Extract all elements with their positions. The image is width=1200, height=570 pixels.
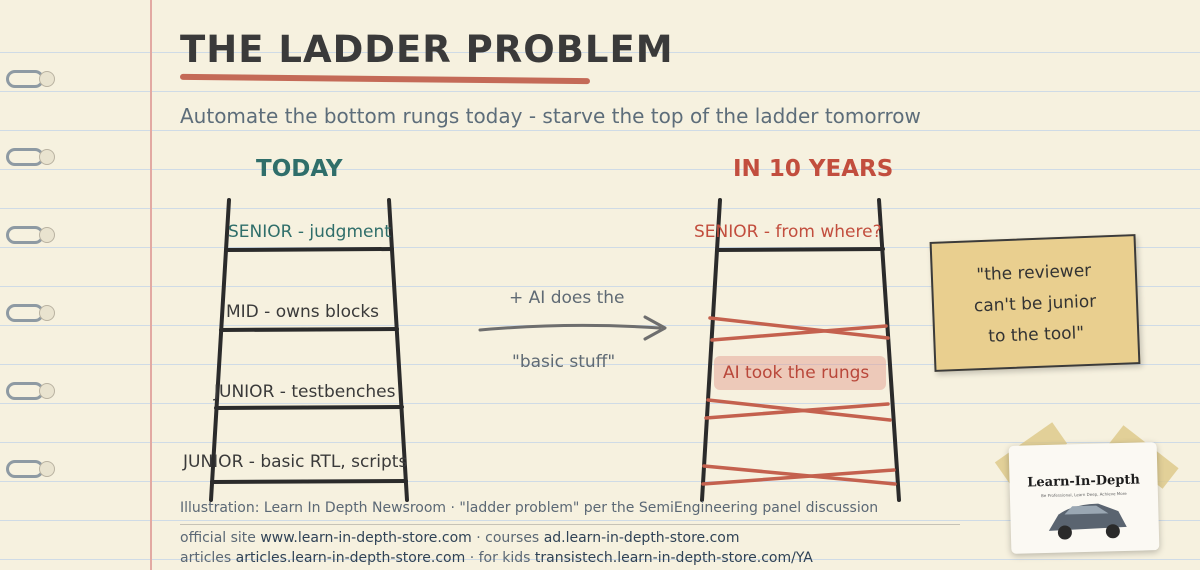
quote-text: "the reviewer can't be junior to the too… (932, 254, 1137, 355)
today-rung (214, 405, 404, 410)
missing-rungs-highlight (714, 356, 886, 390)
today-rung (219, 327, 399, 332)
page-title: THE LADDER PROBLEM (180, 28, 674, 71)
official-site-link[interactable]: www.learn-in-depth-store.com (260, 530, 472, 546)
future-ladder-left-rail (700, 198, 722, 502)
today-rung (224, 247, 394, 252)
arrow-head (643, 315, 667, 341)
footer-links-row: official site www.learn-in-depth-store.c… (180, 530, 740, 546)
today-heading: TODAY (256, 156, 343, 182)
official-site-label: official site (180, 530, 256, 546)
page-subtitle: Automate the bottom rungs today - starve… (180, 104, 921, 128)
courses-label: · courses (476, 530, 540, 546)
kids-link[interactable]: transistech.learn-in-depth-store.com/YA (534, 550, 813, 566)
punch-hole (39, 227, 55, 243)
today-rung-label: SENIOR - judgment (228, 222, 391, 242)
today-rung-label: JUNIOR - basic RTL, scripts (183, 452, 408, 472)
today-rung-label: MID - owns blocks (226, 302, 380, 322)
future-senior-label: SENIOR - from where? (694, 222, 882, 242)
future-heading: IN 10 YEARS (733, 156, 894, 182)
punch-hole (39, 461, 55, 477)
broken-rung-stroke (708, 316, 890, 340)
binder-ring-icon (6, 226, 55, 244)
arrow-label-top: + AI does the (509, 288, 625, 308)
punch-hole (39, 305, 55, 321)
broken-rungs (701, 316, 897, 486)
binder-ring-icon (6, 460, 55, 478)
broken-rung-stroke (702, 464, 897, 486)
footer-divider (180, 524, 960, 525)
car-photo-icon (1048, 503, 1127, 540)
articles-label: articles (180, 550, 232, 566)
logo-card: Learn-In-Depth Be Professional, Learn De… (1008, 442, 1160, 554)
quote-line: to the tool" (987, 323, 1085, 347)
illustration-credit: Illustration: Learn In Depth Newsroom · … (180, 500, 879, 516)
punch-hole (39, 71, 55, 87)
punch-hole (39, 149, 55, 165)
today-rung (210, 479, 408, 484)
broken-rung-stroke (701, 468, 896, 486)
binder-ring-icon (6, 304, 55, 322)
missing-rungs-label: AI took the rungs (723, 363, 870, 383)
broken-rung-stroke (704, 402, 890, 420)
footer-links-row: articles articles.learn-in-depth-store.c… (180, 550, 813, 566)
margin-line (150, 0, 152, 570)
future-ladder-right-rail (877, 198, 901, 502)
future-top-rung (715, 247, 885, 252)
sticky-note: "the reviewer can't be junior to the too… (929, 234, 1141, 372)
broken-rung-stroke (710, 324, 888, 342)
arrow-right-icon (478, 323, 662, 332)
binder-ring-icon (6, 70, 55, 88)
binder-ring-icon (6, 148, 55, 166)
courses-link[interactable]: ad.learn-in-depth-store.com (543, 530, 740, 546)
kids-label: · for kids (469, 550, 531, 566)
arrow-label-bottom: "basic stuff" (512, 352, 616, 372)
binder-ring-icon (6, 382, 55, 400)
punch-hole (39, 383, 55, 399)
articles-link[interactable]: articles.learn-in-depth-store.com (235, 550, 466, 566)
today-rung-label: JUNIOR - testbenches (214, 382, 396, 402)
